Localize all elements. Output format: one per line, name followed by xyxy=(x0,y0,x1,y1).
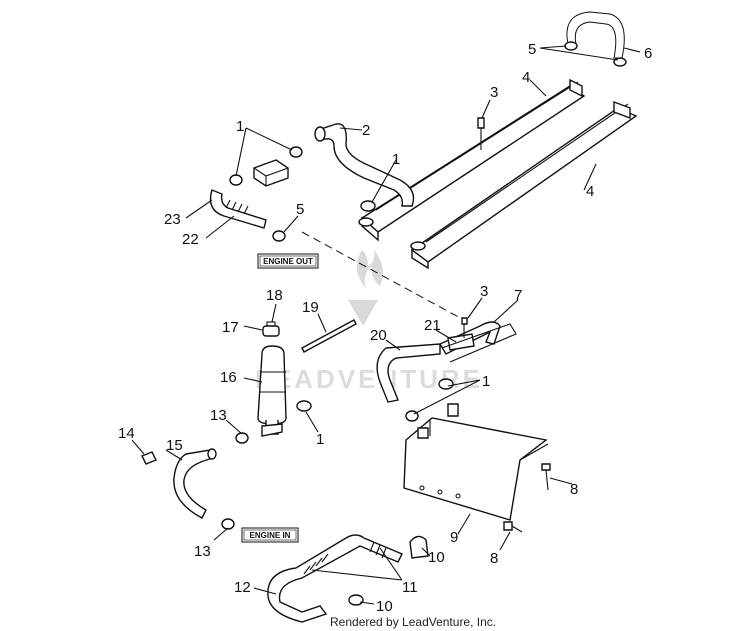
callout-5: 5 xyxy=(296,201,304,218)
hose-12 xyxy=(267,534,403,623)
callout-18: 18 xyxy=(266,287,283,304)
bolt-3-mid xyxy=(461,317,468,338)
callout-10: 10 xyxy=(428,549,445,566)
bolt-3-upper xyxy=(477,117,485,150)
reservoir-16 xyxy=(257,345,287,435)
leader-lines xyxy=(131,45,641,605)
fitting-10-upper xyxy=(409,535,429,559)
callout-6: 6 xyxy=(644,45,652,62)
watermark: LEADVENTURE xyxy=(255,250,480,394)
callout-1: 1 xyxy=(236,118,244,135)
callout-1: 1 xyxy=(392,151,400,168)
clamp-13-upper xyxy=(235,432,249,444)
callout-22: 22 xyxy=(182,231,199,248)
hose-15 xyxy=(173,448,217,519)
callout-4: 4 xyxy=(522,69,530,86)
clamp-1-upper-c xyxy=(360,200,376,212)
rod-19 xyxy=(301,319,357,353)
engine-out-tag: ENGINE OUT xyxy=(257,253,319,269)
callout-3: 3 xyxy=(480,283,488,300)
hose-6 xyxy=(564,11,627,67)
clamp-1-lower-a xyxy=(438,378,454,390)
clamp-13-lower xyxy=(221,518,235,530)
callout-12: 12 xyxy=(234,579,251,596)
callout-17: 17 xyxy=(222,319,239,336)
hose-20 xyxy=(376,343,441,403)
callout-8: 8 xyxy=(490,550,498,567)
clamp-1-upper-a xyxy=(289,146,303,158)
footer-credit: Rendered by LeadVenture, Inc. xyxy=(330,615,496,629)
callout-9: 9 xyxy=(450,529,458,546)
cap-18 xyxy=(262,321,280,337)
callout-labels: 1 2 1 3 4 5 6 4 23 22 5 18 17 19 3 7 20 … xyxy=(118,41,652,615)
clamp-1-upper-b xyxy=(229,174,243,186)
callout-7: 7 xyxy=(514,287,522,304)
elbow-fitting xyxy=(261,423,283,437)
dashed-connector xyxy=(301,231,465,321)
clamp-5-lower xyxy=(272,230,286,242)
callout-15: 15 xyxy=(166,437,183,454)
callout-14: 14 xyxy=(118,425,135,442)
engine-in-tag: ENGINE IN xyxy=(241,527,299,543)
callout-3: 3 xyxy=(490,84,498,101)
callout-23: 23 xyxy=(164,211,181,228)
callout-2: 2 xyxy=(362,122,370,139)
callout-4: 4 xyxy=(586,183,594,200)
svg-text:ENGINE OUT: ENGINE OUT xyxy=(263,257,313,266)
hose-2 xyxy=(314,123,415,207)
callout-19: 19 xyxy=(302,299,319,316)
callout-13: 13 xyxy=(210,407,227,424)
bracket-outline xyxy=(441,323,517,363)
callout-10: 10 xyxy=(376,598,393,615)
hose-22-23 xyxy=(209,189,267,229)
callout-21: 21 xyxy=(424,317,441,334)
bolt-8-lower xyxy=(503,521,523,533)
clamp-10-lower xyxy=(348,594,364,606)
bolt-8-upper xyxy=(541,463,551,491)
svg-text:ENGINE IN: ENGINE IN xyxy=(250,531,291,540)
bracket-21 xyxy=(447,333,475,351)
callout-16: 16 xyxy=(220,369,237,386)
heat-exchanger-9 xyxy=(403,403,549,521)
callout-20: 20 xyxy=(370,327,387,344)
callout-13: 13 xyxy=(194,543,211,560)
clamp-1-mid xyxy=(296,400,312,412)
callout-1: 1 xyxy=(316,431,324,448)
callout-5: 5 xyxy=(528,41,536,58)
callout-1: 1 xyxy=(482,373,490,390)
clamp-14 xyxy=(141,451,157,465)
heat-exchanger-tube-lower xyxy=(410,100,638,270)
fitting-block xyxy=(253,159,289,187)
callout-11: 11 xyxy=(402,579,418,596)
callout-8: 8 xyxy=(570,481,578,498)
